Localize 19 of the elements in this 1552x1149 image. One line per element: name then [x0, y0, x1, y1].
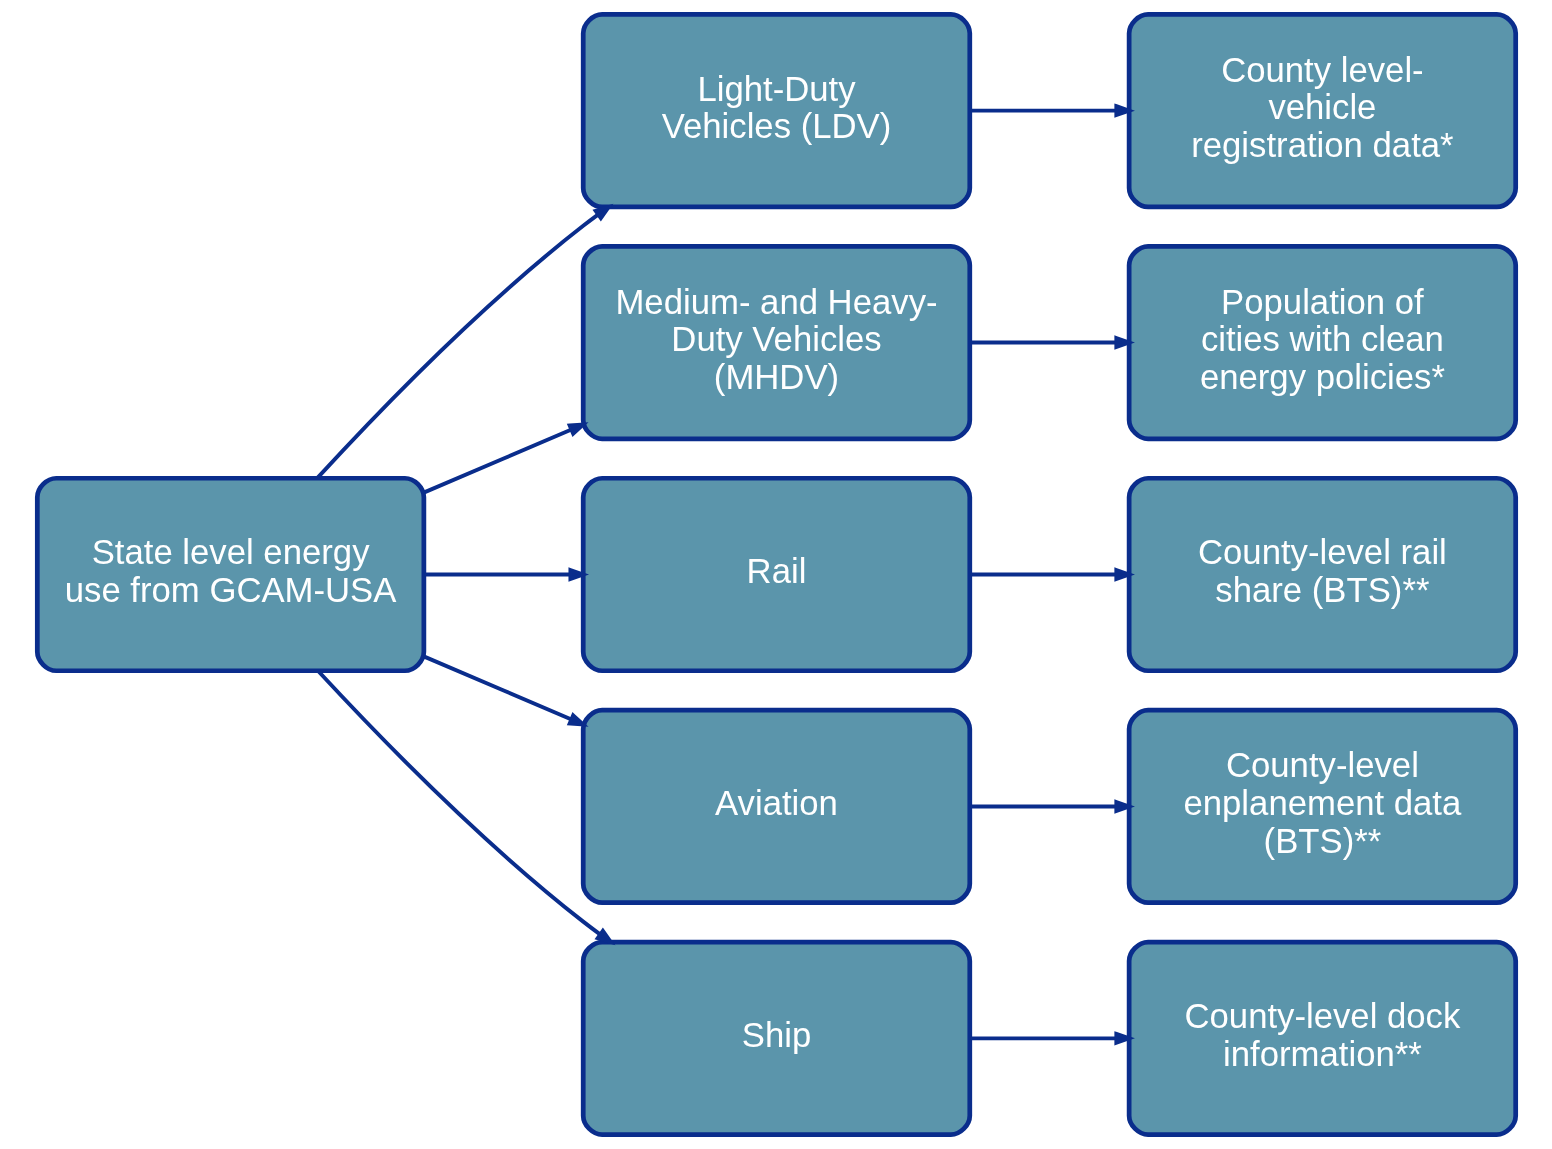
node-box: Ship — [580, 939, 972, 1137]
node-box: County-level enplanement data (BTS)** — [1126, 707, 1518, 906]
node-box: County-level rail share (BTS)** — [1126, 475, 1518, 674]
arrow — [969, 335, 1135, 350]
arrow — [969, 799, 1135, 814]
node-box: Population of cities with clean energy policies* — [1126, 243, 1518, 442]
arrow — [969, 567, 1135, 582]
arrow — [423, 654, 589, 727]
node-box: Light-Duty Vehicles (LDV) — [580, 12, 972, 210]
arrow — [423, 422, 589, 495]
node-box: Rail — [580, 475, 972, 674]
arrow — [969, 1031, 1135, 1046]
arrow — [423, 567, 589, 582]
node-box: Aviation — [580, 707, 972, 906]
arrow — [969, 103, 1135, 118]
node-box: County-level dock information** — [1126, 939, 1518, 1137]
node-box: County level- vehicle registration data* — [1126, 12, 1518, 210]
node-box: Medium- and Heavy-Duty Vehicles (MHDV) — [580, 243, 972, 442]
node-box: State level energy use from GCAM-USA — [34, 475, 426, 674]
